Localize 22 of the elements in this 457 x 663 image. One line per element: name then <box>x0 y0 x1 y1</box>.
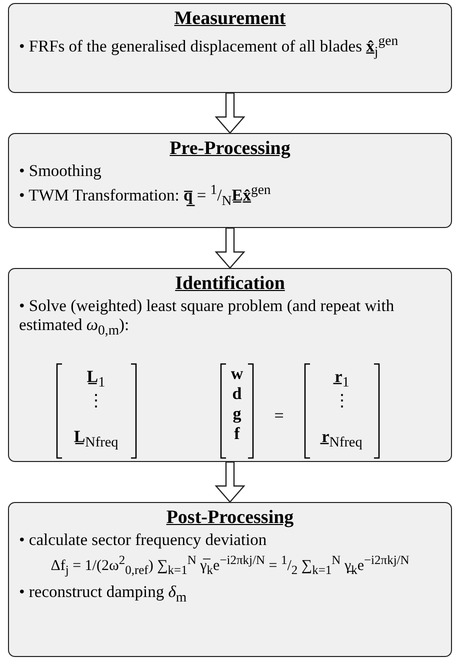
matrix-entry: r̲$_{1}$ <box>334 367 350 392</box>
bullet-text: • Solve (weighted) least square problem (and repeat with estimated ω$_{0,m}$): <box>19 296 396 340</box>
block-arrow <box>214 92 246 134</box>
matrix-entry: L̲$_{1}$ <box>86 367 106 392</box>
step-heading: Pre-Processing <box>168 137 292 161</box>
block-arrow <box>214 227 246 269</box>
step-heading: Identification <box>174 272 286 296</box>
step-heading: Measurement <box>173 7 287 31</box>
process-box <box>8 133 452 228</box>
matrix-entry: ⋮ <box>88 391 104 410</box>
process-box <box>8 3 452 93</box>
process-box <box>8 268 452 462</box>
step-heading: Post-Processing <box>165 506 295 530</box>
bullet-text: • Smoothing <box>19 161 102 180</box>
bullet-text: • reconstruct damping δ$_{m}$ <box>19 582 188 606</box>
process-box <box>8 502 452 657</box>
bullet-text: • calculate sector frequency deviation <box>19 530 268 549</box>
matrix-entry: ⋮ <box>334 391 350 410</box>
bullet-text: • TWM Transformation: q̲̅ = $^{1}$/$_{N}$E̲x̲̂$^{gen}$ <box>19 181 272 210</box>
vector-column: w d g f <box>228 364 246 444</box>
block-arrow <box>214 461 246 503</box>
matrix-entry: = <box>274 406 284 425</box>
